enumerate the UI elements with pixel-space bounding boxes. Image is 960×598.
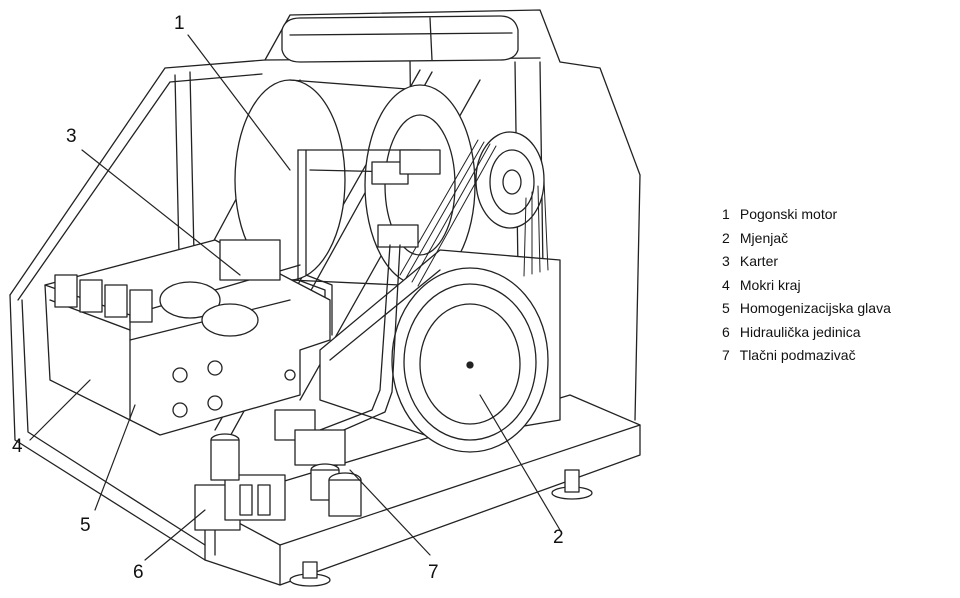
legend-number: 4 — [722, 276, 730, 293]
pressure-lubricator — [274, 409, 362, 517]
legend-item: 6 Hidraulička jedinica — [722, 321, 958, 345]
callout-4: 4 — [12, 436, 23, 457]
legend-number: 3 — [722, 253, 730, 269]
crankcase-block — [44, 239, 331, 436]
callout-1: 1 — [174, 13, 185, 34]
legend-label: Hidraulička jedinica — [739, 323, 861, 340]
legend-label: Mjenjač — [739, 229, 789, 246]
legend-label: Karter — [739, 253, 779, 269]
head-bolts — [172, 360, 296, 418]
legend-item: 3 Karter — [722, 250, 958, 274]
drive-motor — [234, 79, 476, 286]
legend-item: 5 Homogenizacijska glava — [722, 297, 958, 321]
legend-item: 2 Mjenjač — [722, 227, 958, 251]
legend-label: Tlačni podmazivač — [739, 347, 856, 363]
hydraulic-lines — [297, 149, 441, 471]
component-legend: 1 Pogonski motor 2 Mjenjač 3 Karter 4 Mo… — [722, 203, 958, 368]
legend-number: 7 — [722, 347, 730, 363]
callout-7: 7 — [428, 562, 439, 583]
legend-label: Homogenizacijska glava — [739, 300, 891, 316]
legend-number: 2 — [722, 229, 730, 246]
upper-pulley — [475, 131, 545, 229]
callout-6: 6 — [133, 562, 144, 583]
callout-2: 2 — [553, 527, 564, 548]
legend-item: 7 Tlačni podmazivač — [722, 344, 958, 368]
callout-3: 3 — [66, 126, 77, 147]
callout-5: 5 — [80, 515, 91, 536]
legend-number: 6 — [722, 323, 730, 340]
legend-number: 5 — [722, 300, 730, 316]
hydraulic-unit — [194, 433, 286, 531]
machine-feet — [289, 469, 593, 587]
legend-number: 1 — [722, 206, 730, 222]
legend-item: 4 Mokri kraj — [722, 274, 958, 298]
legend-item: 1 Pogonski motor — [722, 203, 958, 227]
pump-pistons — [54, 274, 259, 337]
legend-label: Pogonski motor — [739, 206, 838, 222]
v-belts — [399, 139, 549, 287]
legend-label: Mokri kraj — [739, 276, 801, 293]
lower-pulley — [391, 267, 549, 453]
callout-leaders — [29, 34, 561, 561]
top-cover — [281, 15, 519, 63]
